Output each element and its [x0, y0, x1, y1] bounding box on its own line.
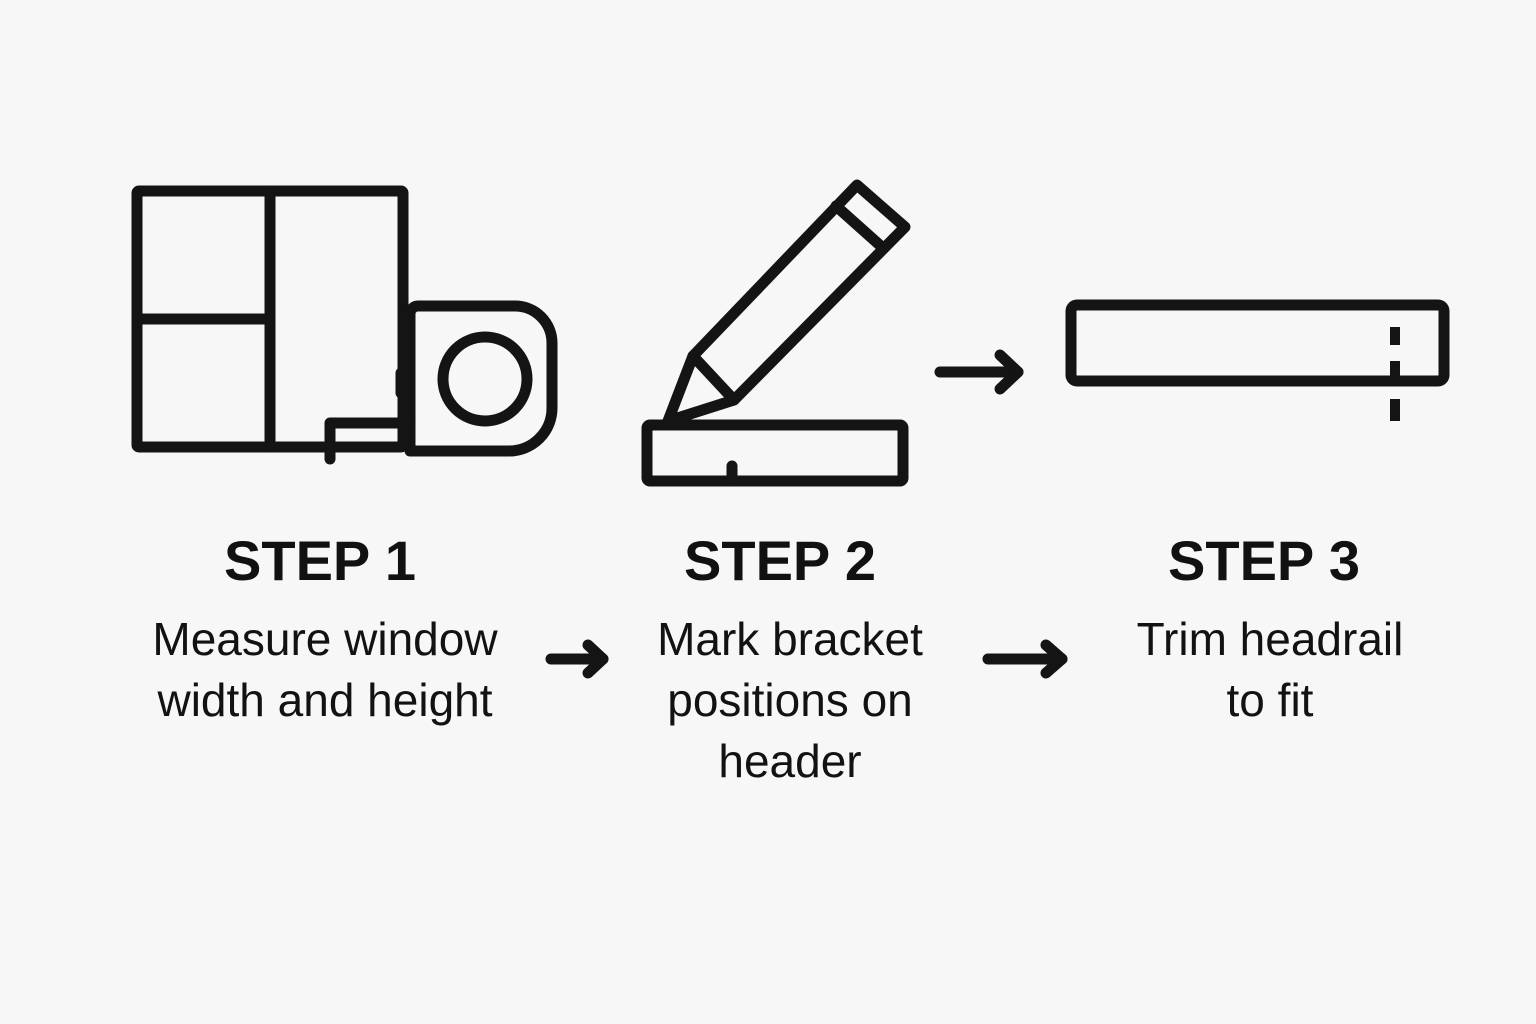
step-1-title: STEP 1	[224, 529, 416, 592]
window-tape-measure-icon	[131, 185, 558, 465]
arrow-right-icon	[545, 639, 609, 679]
step-1-description-line: width and height	[157, 674, 493, 726]
tape-measure-icon	[324, 300, 558, 465]
pencil-header-icon	[641, 179, 911, 487]
pencil-icon	[662, 179, 911, 427]
step-3-title: STEP 3	[1168, 529, 1360, 592]
step-2-description: Mark bracket positions on header	[590, 609, 990, 792]
step-3-description: Trim headrail to fit	[1070, 609, 1470, 731]
arrow-right-icon	[934, 349, 1024, 395]
step-2-title: STEP 2	[684, 529, 876, 592]
window-icon	[131, 185, 409, 453]
step-2-description-line: header	[718, 735, 862, 787]
step-3-description-line: Trim headrail	[1136, 613, 1404, 665]
headrail-cut-icon	[1065, 299, 1450, 421]
step-1-description: Measure window width and height	[100, 609, 550, 731]
arrow-right-icon	[982, 639, 1068, 679]
step-2-description-line: Mark bracket	[657, 613, 923, 665]
step-1-description-line: Measure window	[152, 613, 498, 665]
header-board-icon	[641, 419, 909, 487]
step-3-description-line: to fit	[1226, 674, 1314, 726]
step-2-description-line: positions on	[667, 674, 913, 726]
